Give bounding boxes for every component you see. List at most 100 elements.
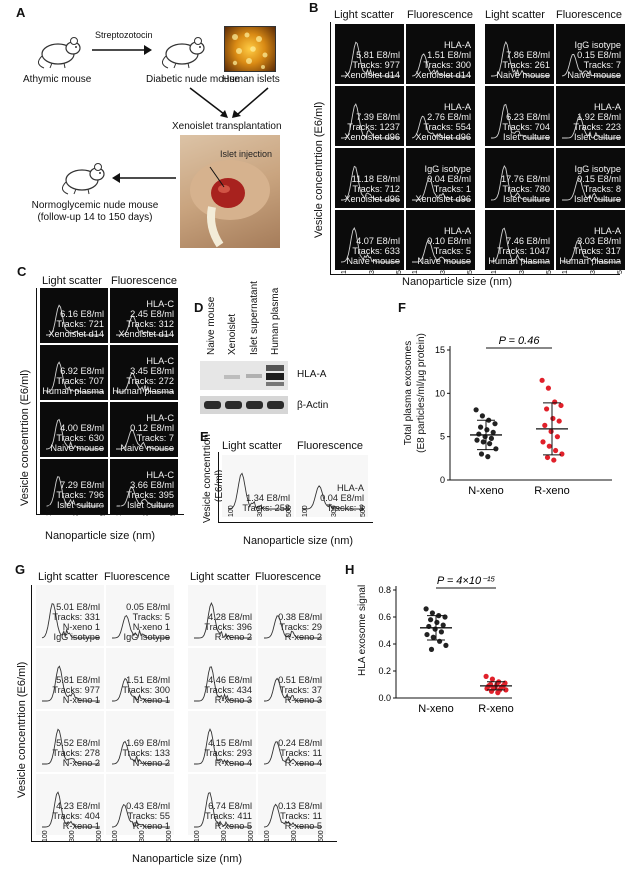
- data-point: [443, 642, 449, 648]
- panel-b-label: B: [309, 0, 319, 15]
- arrow-right-icon: [92, 45, 152, 55]
- b-tick-label: 100: [412, 262, 419, 274]
- g-tick-label: 500: [318, 830, 325, 842]
- data-point: [479, 413, 485, 419]
- data-point: [423, 606, 429, 612]
- b-cell-text: 1.51 E8/ml: [427, 50, 471, 60]
- g-trace: [111, 740, 170, 765]
- panel-f-label: F: [398, 300, 406, 315]
- g-cell-text: R-xeno 3: [214, 695, 252, 705]
- c-tick-label: 300: [73, 504, 80, 516]
- data-point: [493, 446, 499, 452]
- g-cell-text: R-xeno 1: [62, 821, 100, 831]
- g-trace: [264, 677, 322, 702]
- c-cell-text: 0.12 E8/ml: [130, 423, 174, 433]
- b-trace: [411, 53, 471, 77]
- c-cell-text: Xenoislet d14: [118, 329, 174, 339]
- data-point: [488, 435, 494, 441]
- g-cell-text: 6.74 E8/ml: [208, 801, 252, 811]
- g-cell-text: R-xeno 3: [284, 695, 322, 705]
- c-cell-text: Tracks: 312: [126, 319, 174, 329]
- panel-e-label: E: [200, 429, 209, 444]
- c-cell-text: Xenoislet d14: [48, 329, 104, 339]
- x-tick-label: N-xeno: [468, 485, 503, 497]
- data-point: [485, 454, 491, 460]
- b-cell-text: Tracks: 704: [502, 122, 550, 132]
- d-lane-3: Islet supernatant: [249, 281, 260, 355]
- b-cell-text: Human plasma: [559, 256, 621, 266]
- c-tick-label: 500: [170, 504, 177, 516]
- diabetic-mouse-icon: [162, 37, 205, 69]
- y-tick-label: 0.2: [378, 666, 391, 676]
- b-tick-label: 300: [368, 262, 376, 274]
- e-cell-text: Tracks: 258: [242, 503, 290, 513]
- b-trace: [341, 41, 400, 77]
- b-tick-label: 100: [491, 262, 498, 274]
- b-cell-text: Tracks: 554: [423, 122, 471, 132]
- b-cell-text: Tracks: 1237: [347, 122, 400, 132]
- c-trace: [46, 304, 104, 336]
- data-point: [478, 451, 485, 457]
- b-cell-text: 0.15 E8/ml: [577, 174, 621, 184]
- data-point: [484, 427, 490, 433]
- normoglycemic-label: Normoglycemic nude mouse: [31, 200, 159, 211]
- g-trace: [263, 803, 322, 828]
- b-cell-text: Tracks: 712: [352, 184, 400, 194]
- data-point: [478, 424, 484, 430]
- data-point: [558, 402, 564, 409]
- g-trace: [42, 728, 100, 765]
- data-point: [473, 407, 479, 413]
- g-tick-label: 100: [42, 830, 49, 842]
- x-tick-label: R-xeno: [478, 703, 513, 715]
- b-cell-text: 7.46 E8/ml: [506, 236, 550, 246]
- data-point: [552, 399, 558, 405]
- data-point: [503, 687, 509, 693]
- b-cell-text: 11.18 E8/ml: [351, 174, 400, 184]
- g-header-3: Light scatter: [190, 571, 250, 583]
- b-cell-text: 2.76 E8/ml: [427, 112, 471, 122]
- b-cell-text: Islet culture: [574, 132, 621, 142]
- b-cell-text: Naive mouse: [417, 256, 471, 266]
- g-cell-text: R-xeno 5: [284, 821, 322, 831]
- c-cell-text: Tracks: 796: [56, 490, 104, 500]
- b-ylabel: Vesicle concentrtion (E6/ml): [313, 101, 325, 238]
- g-cell-text: Tracks: 434: [204, 685, 252, 695]
- g-cell-text: Tracks: 11: [280, 811, 322, 821]
- c-cell-text: 6.16 E8/ml: [60, 309, 104, 319]
- b-trace: [491, 103, 550, 139]
- d-lane-4: Human plasma: [270, 287, 281, 355]
- g-cell-text: 5.01 E8/ml: [56, 602, 100, 612]
- xenoislet-transplantation-label: Xenoislet transplantation: [172, 121, 282, 132]
- b-trace: [411, 115, 471, 139]
- g-cell-text: R-xeno 5: [214, 821, 252, 831]
- c-trace: [116, 428, 174, 450]
- y-tick-label: 0.4: [378, 639, 391, 649]
- b-cell-text: 5.81 E8/ml: [356, 50, 400, 60]
- b-cell-text: 7.86 E8/ml: [506, 50, 550, 60]
- b-trace: [562, 115, 621, 139]
- data-point: [490, 429, 496, 435]
- y-tick-label: 0.8: [378, 585, 391, 595]
- athymic-mouse-label: Athymic mouse: [23, 74, 92, 85]
- b-header-3: Light scatter: [485, 9, 545, 21]
- b-trace: [340, 226, 400, 263]
- g-tick-label: 300: [291, 830, 298, 842]
- e-ylabel-1: Vesicle concentrtion: [202, 434, 213, 523]
- data-point: [544, 454, 551, 461]
- g-cell-text: Tracks: 133: [122, 748, 170, 758]
- d-band-hla-a: HLA-A: [297, 369, 327, 380]
- b-xlabel: Nanoparticle size (nm): [402, 276, 513, 288]
- g-trace: [264, 615, 322, 639]
- d-lane-1: Naive mouse: [206, 296, 217, 355]
- g-tick-label: 500: [166, 830, 173, 842]
